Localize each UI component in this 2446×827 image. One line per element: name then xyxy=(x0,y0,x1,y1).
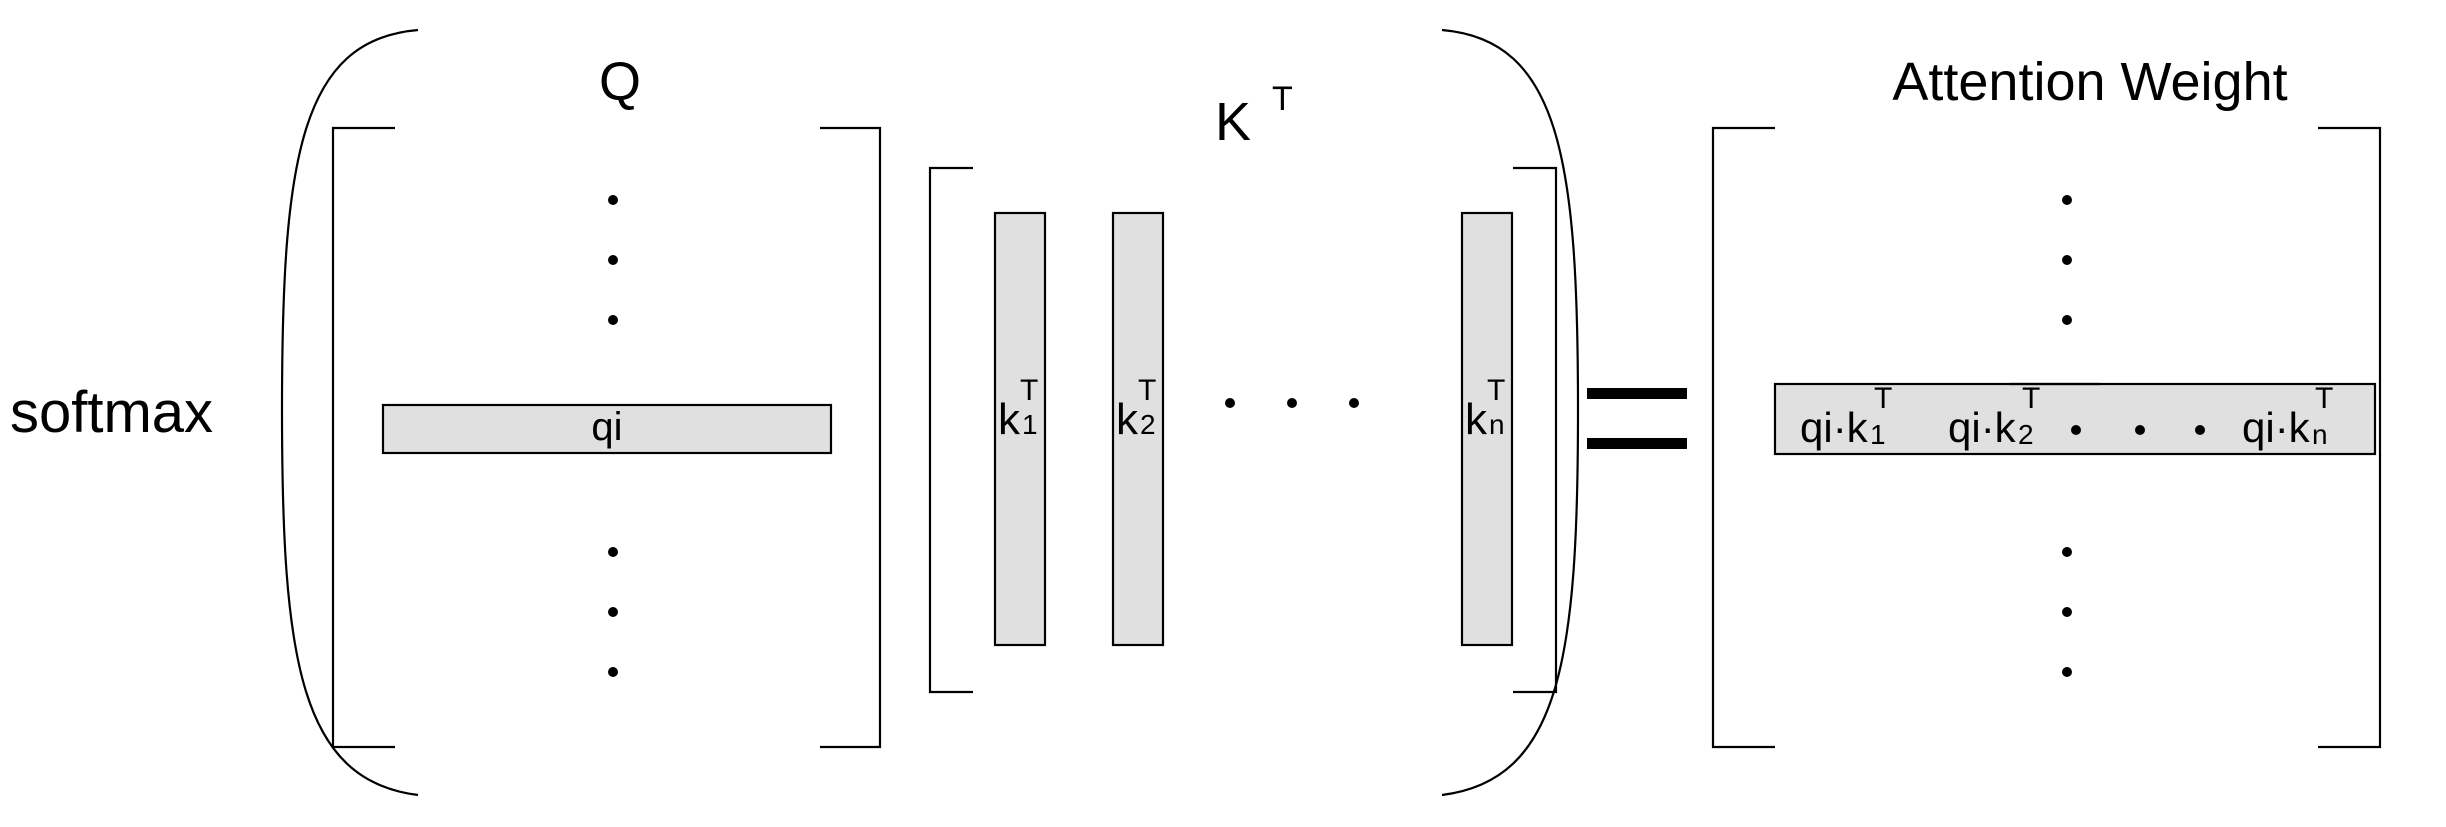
equals-sign-bottom-bar xyxy=(1587,438,1687,449)
equals-sign-top-bar xyxy=(1587,388,1687,399)
aw-right-bracket xyxy=(2318,126,2382,749)
aw-ellipsis-dot xyxy=(2062,195,2072,205)
k-column-n-sub: n xyxy=(1489,409,1505,440)
k-column-1-sub: 1 xyxy=(1022,409,1038,440)
k-column-2-base: k xyxy=(1116,395,1139,444)
aw-ellipsis-dot xyxy=(2062,547,2072,557)
q-ellipsis-dot xyxy=(608,315,618,325)
k-column-2-sub: 2 xyxy=(1140,409,1156,440)
k-column-1-sup: T xyxy=(1020,374,1038,407)
q-matrix-label: Q xyxy=(599,52,641,112)
q-ellipsis-dot xyxy=(608,547,618,557)
q-ellipsis-dot xyxy=(608,255,618,265)
q-row-label: qi xyxy=(591,405,622,449)
k-column-2-sup: T xyxy=(1138,374,1156,407)
right-parenthesis xyxy=(1441,28,1580,797)
aw-ellipsis-dot xyxy=(2062,315,2072,325)
k-column-1 xyxy=(993,211,1047,647)
aw-term-n-base: qi·k xyxy=(2242,404,2311,451)
kt-right-bracket xyxy=(1513,166,1558,694)
k-column-2 xyxy=(1111,211,1165,647)
kt-ellipsis-dot xyxy=(1225,398,1235,408)
aw-term-1-sup: T xyxy=(1874,382,1892,415)
kt-ellipsis-dot xyxy=(1349,398,1359,408)
kt-matrix-label: K xyxy=(1215,92,1251,152)
q-ellipsis-dot xyxy=(608,195,618,205)
aw-term-2-base: qi·k xyxy=(1948,404,2017,451)
aw-ellipsis-dot xyxy=(2195,425,2205,435)
aw-ellipsis-dot xyxy=(2071,425,2081,435)
aw-term-1-base: qi·k xyxy=(1800,404,1869,451)
aw-ellipsis-dot xyxy=(2135,425,2145,435)
aw-ellipsis-dot xyxy=(2062,607,2072,617)
softmax-label: softmax xyxy=(10,380,213,445)
q-right-bracket xyxy=(820,126,882,749)
aw-term-2-sub: 2 xyxy=(2018,419,2034,450)
aw-term-n-sub: n xyxy=(2312,419,2328,450)
aw-term-1-sub: 1 xyxy=(1870,419,1886,450)
q-row-qi xyxy=(381,403,833,455)
q-ellipsis-dot xyxy=(608,667,618,677)
kt-superscript: T xyxy=(1272,80,1293,118)
k-column-n-base: k xyxy=(1465,395,1488,444)
q-ellipsis-dot xyxy=(608,607,618,617)
k-column-n-sup: T xyxy=(1487,374,1505,407)
k-column-n xyxy=(1460,211,1514,647)
aw-term-n-sup: T xyxy=(2315,382,2333,415)
aw-ellipsis-dot xyxy=(2062,255,2072,265)
kt-left-bracket xyxy=(928,166,973,694)
aw-left-bracket xyxy=(1711,126,1775,749)
q-left-bracket xyxy=(331,126,395,749)
k-column-1-base: k xyxy=(998,395,1021,444)
aw-ellipsis-dot xyxy=(2062,667,2072,677)
kt-ellipsis-dot xyxy=(1287,398,1297,408)
aw-term-2-sup: T xyxy=(2022,382,2040,415)
aw-matrix-label: Attention Weight xyxy=(1892,52,2287,112)
